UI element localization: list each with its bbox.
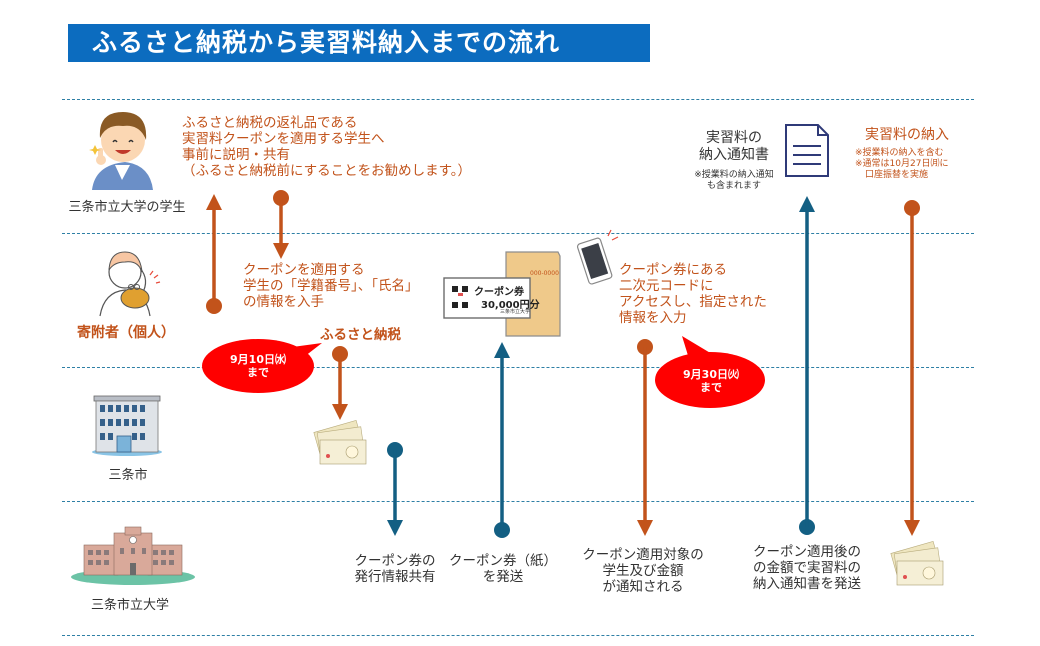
phone-ring-mark [607, 229, 619, 241]
lane-divider [62, 233, 974, 234]
text-line: クーポン券（紙） [449, 553, 557, 569]
arrow-send-coupon [494, 342, 510, 538]
step-share-issue-text: クーポン券の 発行情報共有 [335, 553, 455, 585]
student-avatar-icon [89, 112, 153, 190]
arrow-furusato-donation [332, 346, 348, 420]
text-line: クーポン券の [354, 553, 436, 569]
text-line: の金額で実習料の [753, 560, 861, 576]
payment-note: ※授業料の納入を含む ※通常は10月27日㈪に 口座振替を実施 [855, 148, 948, 181]
donor-avatar-icon [99, 251, 161, 317]
money-bills-icon [890, 540, 944, 586]
coupon-envelope-icon [443, 251, 561, 337]
deadline-2-text: 9月30日㈫ まで [671, 368, 751, 394]
lane-label-student: 三条市立大学の学生 [68, 200, 186, 215]
text-line: 実習料の [706, 130, 762, 146]
university-building-icon [71, 526, 195, 585]
notice-doc-title: 実習料の 納入通知書 [688, 130, 780, 164]
text-line: 学生及び金額 [602, 563, 684, 579]
arrow-donor-to-student [206, 194, 222, 314]
city-hall-building-icon [92, 395, 162, 456]
text-line: 納入通知書を発送 [753, 576, 861, 592]
step-send-notice-text: クーポン適用後の の金額で実習料の 納入通知書を発送 [742, 544, 872, 592]
text-line: 事前に説明・共有 [182, 147, 290, 163]
lane-divider [62, 635, 974, 636]
arrow-access-notify [637, 339, 653, 536]
text-line: 二次元コードに [619, 278, 714, 294]
coupon-title: クーポン券 [474, 287, 524, 298]
deadline-1-text: 9月10日㈬ まで [218, 353, 298, 379]
text-line: が通知される [602, 579, 684, 595]
arrow-share-issue-info [387, 442, 403, 536]
text-line: ※通常は10月27日㈪に [855, 159, 949, 169]
step-obtain-info-text: クーポンを適用する 学生の「学籍番号」、「氏名」 の情報を入手 [243, 262, 419, 310]
deadline-suffix: まで [700, 381, 722, 394]
notice-doc-note: ※授業料の納入通知 も含まれます [688, 170, 780, 192]
text-line: ※授業料の納入を含む [855, 148, 944, 158]
text-line: ふるさと納税の返礼品である [182, 115, 358, 131]
deadline-date: 9月10日㈬ [230, 353, 286, 366]
text-line: 学生の「学籍番号」、「氏名」 [243, 278, 419, 294]
text-line: クーポン適用対象の [582, 547, 704, 563]
coupon-issuer: 三条市立大学 [500, 309, 531, 315]
text-line: の情報を入手 [243, 294, 324, 310]
arrow-payment [904, 200, 920, 536]
text-line: 口座振替を実施 [865, 170, 929, 180]
furusato-label: ふるさと納税 [320, 327, 401, 343]
lane-label-donor: 寄附者（個人） [77, 325, 175, 341]
lane-divider [62, 501, 974, 502]
coupon-amount: 30,000円分 [481, 300, 540, 311]
lane-label-city: 三条市 [108, 468, 148, 483]
text-line: も含まれます [706, 181, 761, 191]
step-access-code-text: クーポン券にある 二次元コードに アクセスし、指定された 情報を入力 [619, 262, 767, 326]
qr-code-icon [452, 286, 468, 308]
deadline-bubble-1 [202, 339, 322, 393]
text-line: クーポンを適用する [243, 262, 365, 278]
text-line: 実習料クーポンを適用する学生へ [182, 131, 385, 147]
text-line: クーポン適用後の [753, 544, 861, 560]
smartphone-icon [576, 237, 613, 285]
step-explain-text: ふるさと納税の返礼品である 実習料クーポンを適用する学生へ 事前に説明・共有 （… [182, 115, 471, 179]
text-line: （ふるさと納税前にすることをお勧めします。） [182, 163, 472, 179]
text-line: 情報を入力 [619, 310, 687, 326]
text-line: クーポン券にある [619, 262, 727, 278]
lane-divider [62, 367, 974, 368]
money-bills-icon [313, 419, 367, 465]
deadline-bubble-2 [655, 336, 765, 408]
arrow-student-to-donor [273, 190, 289, 259]
text-line: 納入通知書 [699, 147, 769, 163]
document-icon [785, 124, 829, 177]
text-line: ※授業料の納入通知 [694, 170, 774, 180]
step-notified-text: クーポン適用対象の 学生及び金額 が通知される [578, 547, 708, 595]
deadline-suffix: まで [247, 366, 269, 379]
lane-divider [62, 99, 974, 100]
arrow-send-notice [799, 196, 815, 535]
payment-title: 実習料の納入 [865, 127, 949, 143]
page-title: ふるさと納税から実習料納入までの流れ [68, 24, 650, 62]
text-line: 発行情報共有 [354, 569, 436, 585]
lane-label-university: 三条市立大学 [90, 598, 169, 613]
text-line: を発送 [482, 569, 524, 585]
text-line: アクセスし、指定された [619, 294, 767, 310]
deadline-date: 9月30日㈫ [683, 368, 739, 381]
step-send-paper-text: クーポン券（紙） を発送 [448, 553, 558, 585]
envelope-postal-code: 000-0000 [530, 270, 559, 277]
